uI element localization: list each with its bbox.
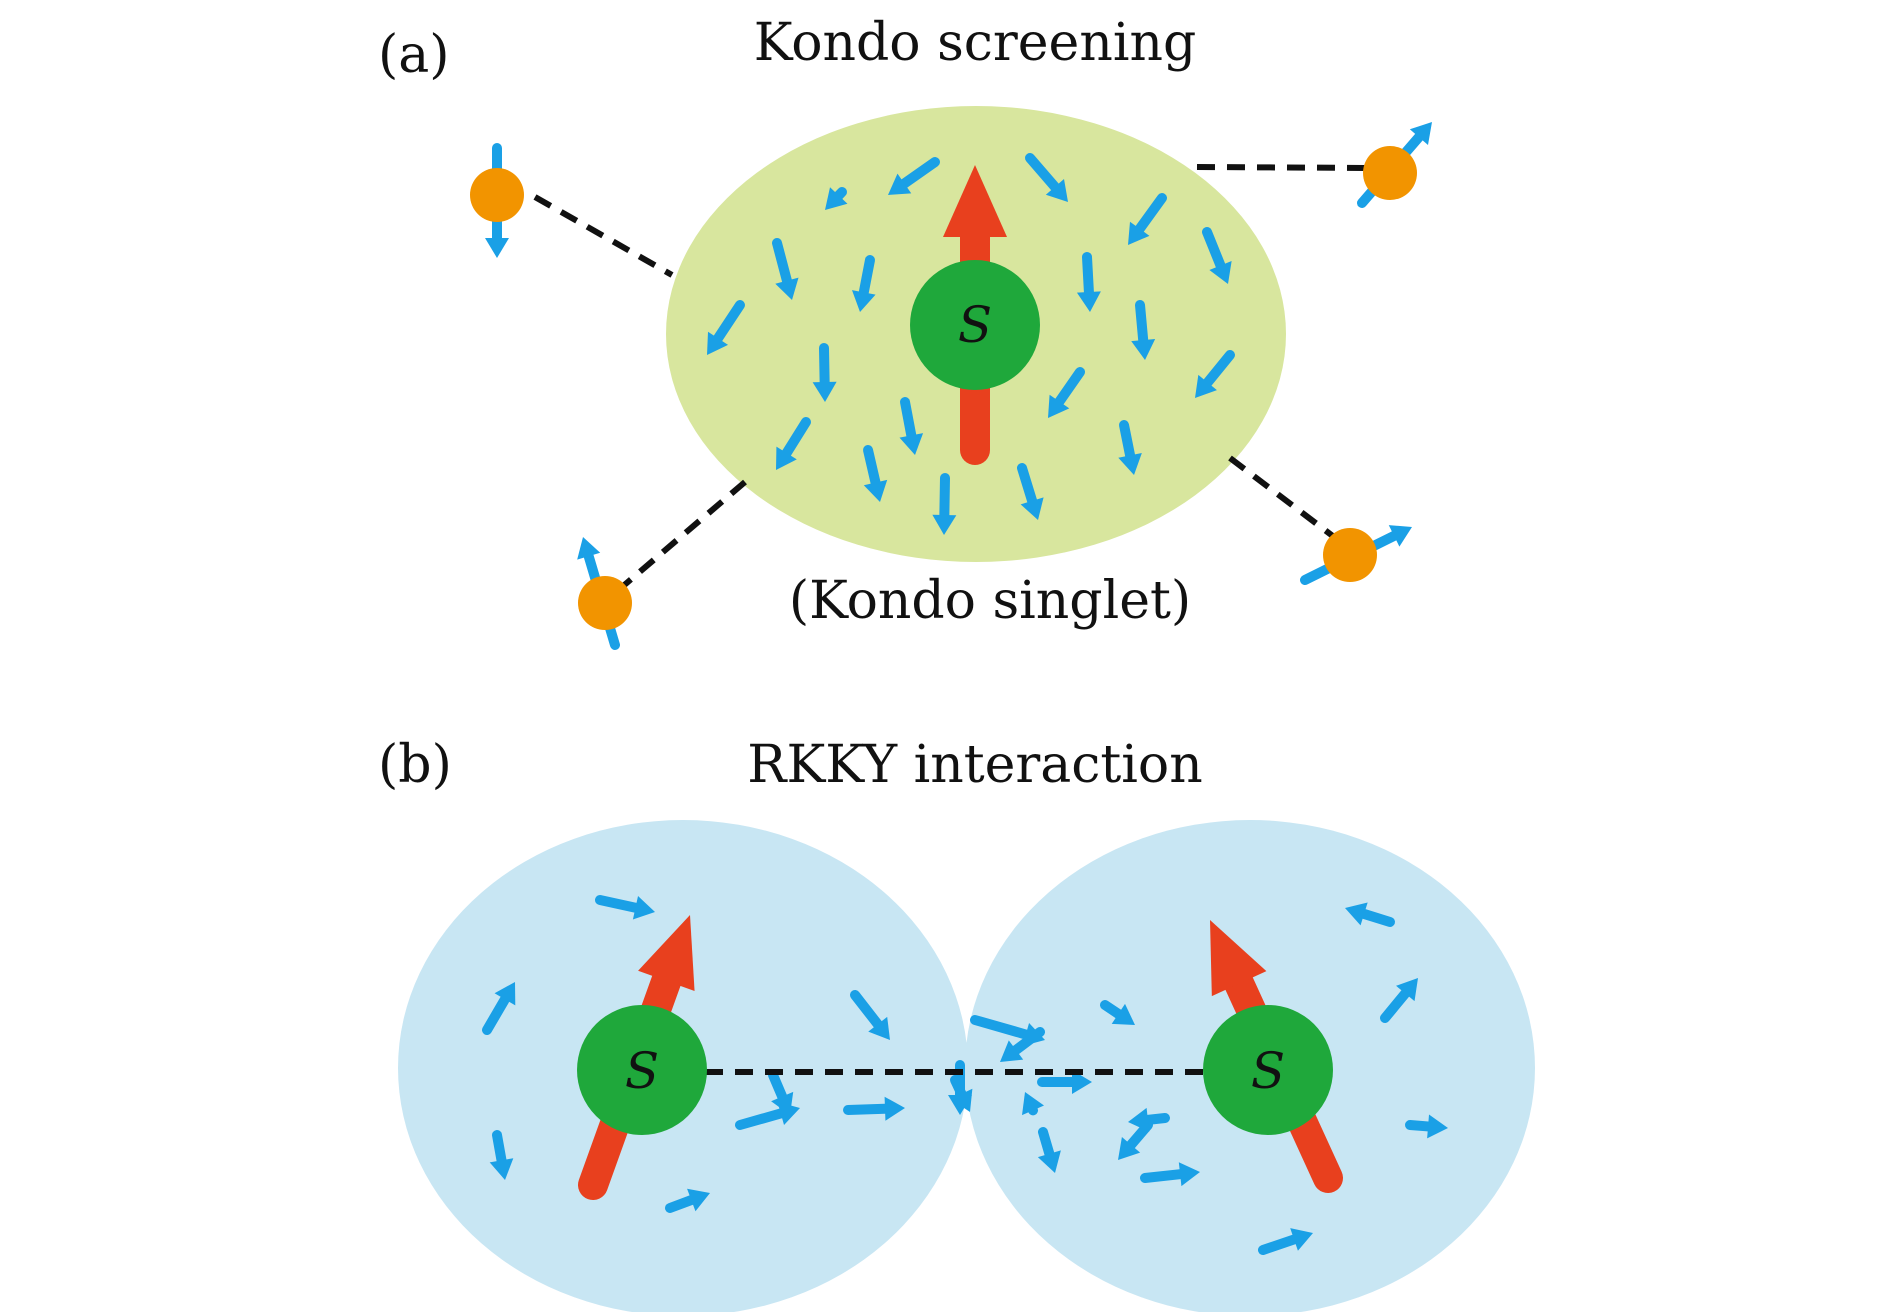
panel-b: (b) RKKY interaction S S <box>378 735 1535 1312</box>
conduction-spin-arrow <box>1025 153 1068 202</box>
panel-b-title: RKKY interaction <box>747 735 1202 795</box>
polarization-spin-arrow <box>843 1096 905 1121</box>
link-line-top-right <box>1196 164 1373 171</box>
electron-dot <box>1323 528 1377 582</box>
magnetic-impurity-right <box>1203 1005 1333 1135</box>
conduction-spin-arrow <box>899 397 924 455</box>
rkky-conduction-spins <box>482 895 1448 1255</box>
conduction-spin-arrow <box>888 157 940 195</box>
panel-b-label: (b) <box>378 735 452 795</box>
polarization-spin-arrow <box>1022 1092 1045 1116</box>
conduction-spin-arrow <box>1195 350 1235 398</box>
conduction-spin-arrow <box>851 255 876 312</box>
polarization-spin-arrow <box>1037 1070 1092 1094</box>
polarization-spin-arrow <box>1000 1027 1045 1062</box>
polarization-spin-arrow <box>665 1188 710 1213</box>
rkky-polarization-cloud <box>398 820 1535 1312</box>
link-line-bottom-left <box>620 479 747 590</box>
link-line-top-left <box>533 194 674 278</box>
magnetic-impurity <box>910 260 1040 390</box>
conduction-spin-arrow <box>1131 300 1156 360</box>
impurity-symbol: S <box>958 296 992 354</box>
conduction-spin-arrow <box>1202 227 1232 284</box>
conduction-spin-arrow <box>1128 193 1167 245</box>
kondo-singlet-caption: (Kondo singlet) <box>789 571 1191 631</box>
impurity-left-symbol: S <box>625 1042 659 1100</box>
free-electron-top-left <box>470 143 524 258</box>
conduction-spin-arrow <box>825 187 848 210</box>
conduction-spin-arrow <box>812 343 837 402</box>
conduction-spin-arrow <box>1076 252 1101 312</box>
electron-dot <box>1363 146 1417 200</box>
conduction-spin-arrow <box>772 238 799 300</box>
panel-a-label: (a) <box>378 25 450 85</box>
conduction-spin-arrow <box>932 473 957 535</box>
polarization-spin-arrow <box>1258 1228 1313 1255</box>
panel-a: (a) Kondo screening S (Kondo singlet) <box>378 13 1432 650</box>
polarization-spin-arrow <box>482 982 516 1035</box>
magnetic-impurity-left <box>577 1005 707 1135</box>
kondo-conduction-spins <box>707 153 1235 535</box>
conduction-spin-arrow <box>1048 367 1085 418</box>
free-electron-top-right <box>1357 122 1432 208</box>
impurity-right-symbol: S <box>1251 1042 1285 1100</box>
polarization-spin-arrow <box>1380 978 1418 1023</box>
polarization-spin-arrow <box>1345 902 1395 927</box>
polarization-spin-arrow <box>735 1101 800 1130</box>
link-line-bottom-right <box>1228 455 1340 543</box>
conduction-spin-arrow <box>707 300 745 355</box>
free-electrons <box>470 122 1432 650</box>
polarization-spin-arrow <box>595 895 655 920</box>
polarization-spin-arrow <box>1037 1127 1061 1173</box>
conduction-spin-arrow <box>1118 420 1142 475</box>
panel-a-title: Kondo screening <box>754 13 1196 73</box>
free-electron-bottom-right <box>1300 525 1412 585</box>
conduction-spin-arrow <box>863 445 888 502</box>
electron-dot <box>578 576 632 630</box>
polarization-spin-arrow <box>1405 1114 1448 1139</box>
polarization-spin-arrow <box>1128 1107 1170 1132</box>
conduction-spin-arrow <box>776 417 811 470</box>
free-electron-bottom-left <box>577 537 632 650</box>
polarization-spin-arrow <box>1100 1000 1135 1025</box>
polarization-spin-arrow <box>489 1130 514 1180</box>
polarization-spin-arrow <box>1140 1162 1200 1187</box>
polarization-spin-arrow <box>850 990 890 1040</box>
conduction-spin-arrow <box>1017 463 1044 520</box>
electron-dot <box>470 168 524 222</box>
